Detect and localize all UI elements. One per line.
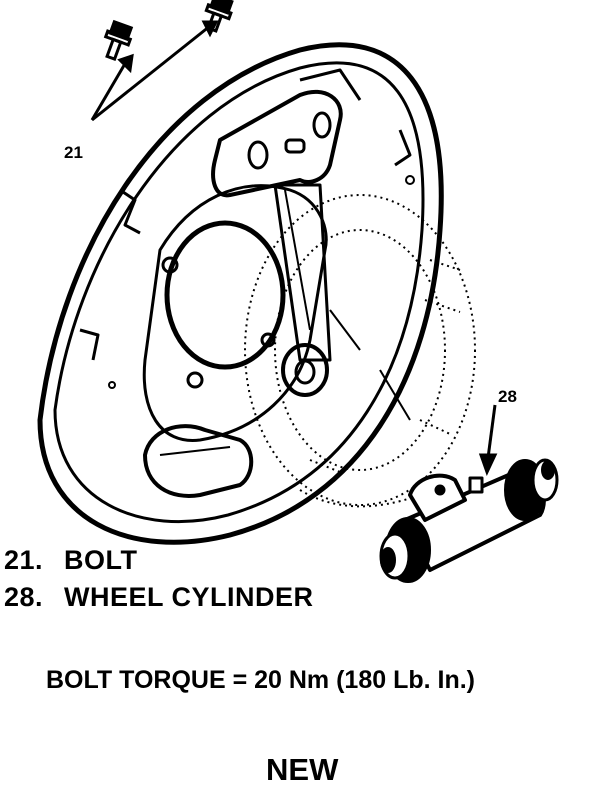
torque-specification: BOLT TORQUE = 20 Nm (180 Lb. In.) [46,666,476,694]
legend-number: 21. [4,545,44,575]
status-label: NEW [266,752,339,787]
legend-name: WHEEL CYLINDER [64,582,314,612]
legend-number: 28. [4,582,44,612]
legend-item-wheel-cylinder: 28. WHEEL CYLINDER [4,582,314,613]
wheel-cylinder-icon [379,458,559,583]
bolt-callout-leaders [90,20,219,122]
legend-item-bolt: 21. BOLT [4,545,137,576]
backing-plate-icon [37,42,444,545]
wheel-cylinder-callout-leader [478,404,498,476]
bolt-callout-label: 21 [64,143,83,162]
legend-name: BOLT [64,545,138,575]
wheel-cylinder-callout-label: 28 [498,387,517,406]
bolt-icon [103,0,234,62]
